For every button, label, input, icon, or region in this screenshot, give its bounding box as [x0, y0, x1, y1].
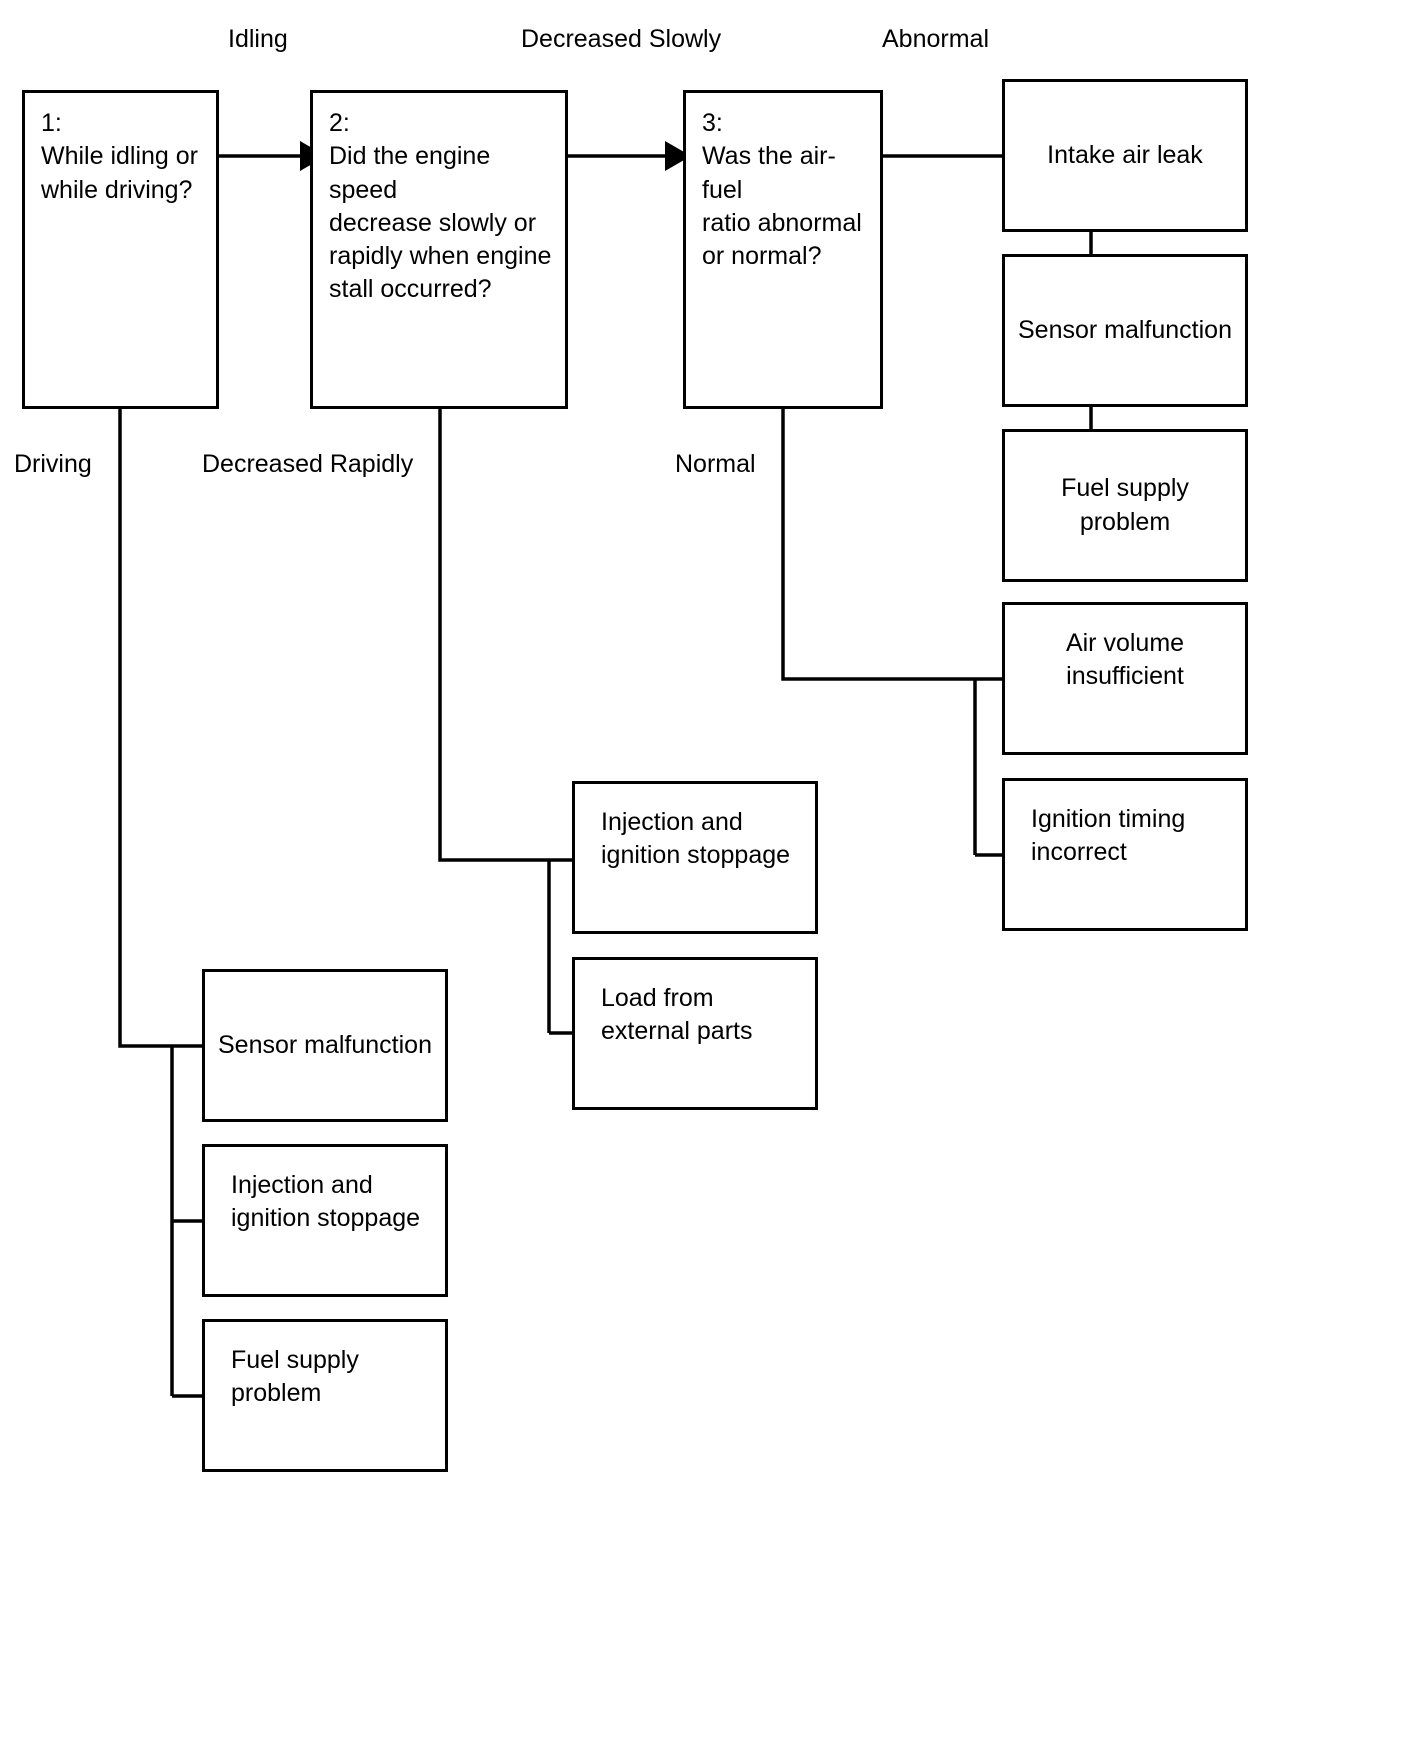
edge-q2-rapidly [438, 409, 572, 862]
arrowhead-q2-q3 [665, 141, 691, 171]
node-sensor-malfunction-abnormal[interactable]: Sensor malfunction [1002, 254, 1248, 407]
node-question-3[interactable]: 3: Was the air-fuel ratio abnormal or no… [683, 90, 883, 409]
node-question-1[interactable]: 1: While idling or while driving? [22, 90, 219, 409]
node-injection-ignition-stoppage-rapid[interactable]: Injection and ignition stoppage [572, 781, 818, 934]
node-ignition-timing-incorrect[interactable]: Ignition timing incorrect [1002, 778, 1248, 931]
edge-q3-normal [781, 409, 1002, 681]
edge-label-abnormal: Abnormal [882, 25, 989, 53]
edge-label-idling: Idling [228, 25, 288, 53]
edge-q1-driving [118, 409, 202, 1048]
node-question-2[interactable]: 2: Did the engine speed decrease slowly … [310, 90, 568, 409]
edge-label-decreased-slowly: Decreased Slowly [521, 25, 722, 53]
edge-label-normal: Normal [675, 450, 756, 478]
edge-label-driving: Driving [14, 450, 92, 478]
node-fuel-supply-problem-abnormal[interactable]: Fuel supply problem [1002, 429, 1248, 582]
edge-label-decreased-rapidly: Decreased Rapidly [202, 450, 414, 478]
node-load-from-external-parts[interactable]: Load from external parts [572, 957, 818, 1110]
node-fuel-supply-problem-driving[interactable]: Fuel supply problem [202, 1319, 448, 1472]
node-injection-ignition-stoppage-driving[interactable]: Injection and ignition stoppage [202, 1144, 448, 1297]
node-sensor-malfunction-driving[interactable]: Sensor malfunction [202, 969, 448, 1122]
node-air-volume-insufficient[interactable]: Air volume insufficient [1002, 602, 1248, 755]
node-intake-air-leak[interactable]: Intake air leak [1002, 79, 1248, 232]
